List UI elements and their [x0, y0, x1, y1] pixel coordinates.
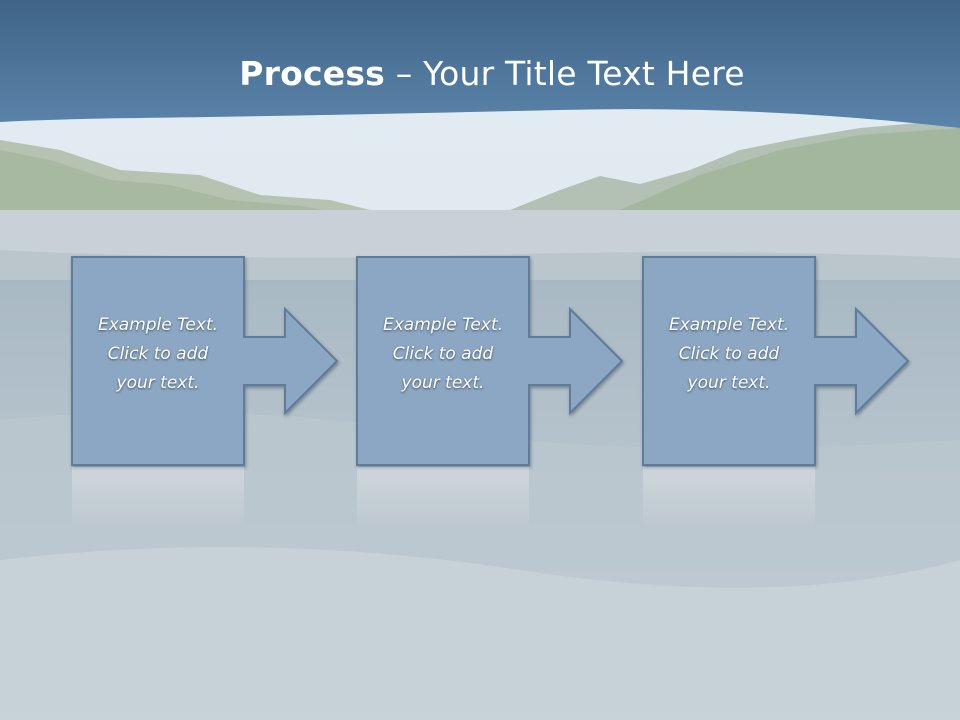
- process-step-2-text[interactable]: Example Text. Click to add your text.: [357, 311, 529, 398]
- step-2-line-3: your text.: [401, 373, 485, 393]
- step-1-line-2: Click to add: [107, 344, 209, 364]
- step-1-line-1: Example Text.: [97, 315, 219, 335]
- step-3-line-3: your text.: [687, 373, 771, 393]
- step-3-line-2: Click to add: [678, 344, 780, 364]
- step-2-line-2: Click to add: [392, 344, 494, 364]
- step-2-line-1: Example Text.: [382, 315, 504, 335]
- process-step-1-shape[interactable]: [71, 256, 339, 530]
- title-bold: Process: [239, 54, 386, 93]
- slide-title[interactable]: Process – Your Title Text Here: [0, 52, 960, 96]
- step-3-line-1: Example Text.: [668, 315, 790, 335]
- process-step-2-shape[interactable]: [356, 256, 624, 530]
- process-step-3-shape[interactable]: [642, 256, 910, 530]
- title-rest: – Your Title Text Here: [385, 54, 745, 93]
- process-step-3-text[interactable]: Example Text. Click to add your text.: [643, 311, 815, 398]
- process-step-1-text[interactable]: Example Text. Click to add your text.: [72, 311, 244, 398]
- step-1-line-3: your text.: [116, 373, 200, 393]
